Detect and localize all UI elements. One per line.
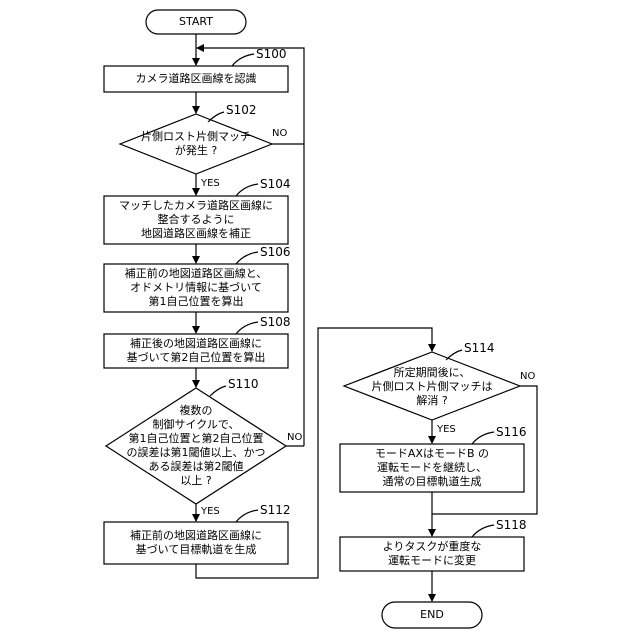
s112-leader [236, 510, 258, 522]
s106-line: オドメトリ情報に基づいて [104, 281, 288, 295]
s102-text: 片側ロスト片側マッチ が発生 ? [120, 130, 272, 158]
s114-text: 所定期間後に、 片側ロスト片側マッチは 解消 ? [344, 366, 520, 408]
s114-line: 解消 ? [344, 394, 520, 408]
s104-text: マッチしたカメラ道路区画線に 整合するように 地図道路区画線を補正 [104, 199, 288, 241]
s116-step-id: S116 [496, 425, 527, 439]
s110-line: ある誤差は第2閾値 [106, 460, 286, 474]
s112-text: 補正前の地図道路区画線に 基づいて目標軌道を生成 [104, 529, 288, 557]
s110-line: の誤差は第1閾値以上、かつ [106, 446, 286, 460]
s102-step-id: S102 [226, 103, 257, 117]
s102-yes-label: YES [201, 178, 220, 190]
s118-step-id: S118 [496, 518, 527, 532]
s104-line: 地図道路区画線を補正 [104, 227, 288, 241]
s110-line: 第1自己位置と第2自己位置 [106, 432, 286, 446]
s114-no-label: NO [520, 371, 535, 383]
s118-text: よりタスクが重度な 運転モードに変更 [340, 540, 524, 568]
s110-step-id: S110 [228, 377, 259, 391]
s112-line: 基づいて目標軌道を生成 [104, 543, 288, 557]
s114-yes-label: YES [437, 424, 456, 436]
s116-line: モードAXはモードB の [340, 447, 524, 461]
s116-text: モードAXはモードB の 運転モードを継続し、 通常の目標軌道生成 [340, 447, 524, 489]
s102-line: 片側ロスト片側マッチ [120, 130, 272, 144]
s110-yes-label: YES [201, 506, 220, 518]
s104-step-id: S104 [260, 177, 291, 191]
s100-leader [232, 54, 254, 66]
s118-line: よりタスクが重度な [340, 540, 524, 554]
s110-line: 複数の [106, 404, 286, 418]
s118-line: 運転モードに変更 [340, 554, 524, 568]
s110-line: 以上 ? [106, 474, 286, 488]
s106-leader [236, 252, 258, 264]
s112-step-id: S112 [260, 503, 291, 517]
s110-no-label: NO [287, 432, 302, 444]
s106-step-id: S106 [260, 245, 291, 259]
s108-text: 補正後の地図道路区画線に 基づいて第2自己位置を算出 [104, 337, 288, 365]
s114-line: 片側ロスト片側マッチは [344, 380, 520, 394]
s100-step-id: S100 [256, 47, 287, 61]
s102-leader [208, 112, 224, 122]
s110-text: 複数の 制御サイクルで、 第1自己位置と第2自己位置 の誤差は第1閾値以上、かつ… [106, 404, 286, 488]
s110-leader [210, 386, 226, 396]
s106-text: 補正前の地図道路区画線と、 オドメトリ情報に基づいて 第1自己位置を算出 [104, 267, 288, 309]
s108-line: 基づいて第2自己位置を算出 [104, 351, 288, 365]
s114-leader [446, 350, 462, 360]
s114-step-id: S114 [464, 341, 495, 355]
s102-line: が発生 ? [120, 144, 272, 158]
s102-no-label: NO [272, 128, 287, 140]
s100-text: カメラ道路区画線を認識 [104, 72, 288, 86]
s116-line: 運転モードを継続し、 [340, 461, 524, 475]
end-label: END [382, 608, 482, 622]
s104-line: 整合するように [104, 213, 288, 227]
s114-line: 所定期間後に、 [344, 366, 520, 380]
s118-leader [472, 525, 494, 537]
s110-line: 制御サイクルで、 [106, 418, 286, 432]
s116-line: 通常の目標軌道生成 [340, 475, 524, 489]
s112-line: 補正前の地図道路区画線に [104, 529, 288, 543]
s108-line: 補正後の地図道路区画線に [104, 337, 288, 351]
s108-step-id: S108 [260, 315, 291, 329]
s106-line: 第1自己位置を算出 [104, 295, 288, 309]
s104-leader [236, 184, 258, 196]
start-label: START [146, 15, 246, 29]
s116-leader [472, 432, 494, 444]
s106-line: 補正前の地図道路区画線と、 [104, 267, 288, 281]
s108-leader [236, 322, 258, 334]
s104-line: マッチしたカメラ道路区画線に [104, 199, 288, 213]
s100-line: カメラ道路区画線を認識 [104, 72, 288, 86]
